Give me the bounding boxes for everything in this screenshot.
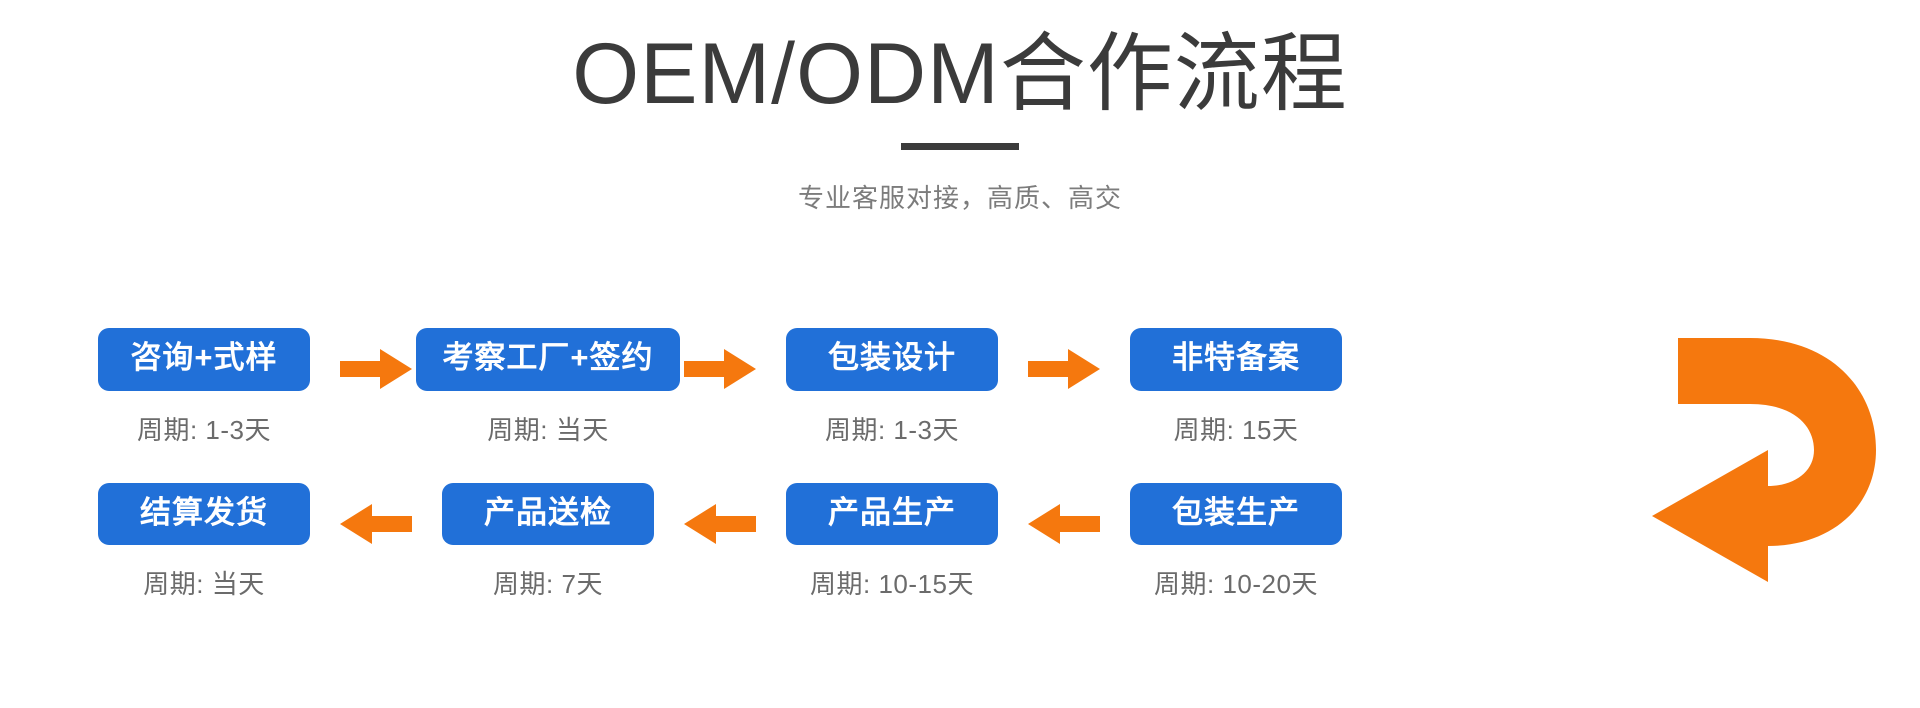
arrow-left-icon <box>1018 491 1110 557</box>
step-caption: 周期: 7天 <box>493 569 603 600</box>
step-consultation-sample[interactable]: 咨询+式样 周期: 1-3天 <box>78 328 330 447</box>
step-caption: 周期: 1-3天 <box>136 414 272 445</box>
step-box-label[interactable]: 产品送检 <box>442 482 654 546</box>
header: OEM/ODM合作流程 专业客服对接，高质、高交 <box>0 0 1920 215</box>
arrow-right-icon <box>674 336 766 402</box>
step-box-label[interactable]: 产品生产 <box>786 482 998 546</box>
step-box-label[interactable]: 咨询+式样 <box>98 328 310 391</box>
step-caption: 周期: 当天 <box>487 414 609 445</box>
step-factory-visit-contract[interactable]: 考察工厂+签约 周期: 当天 <box>416 328 680 447</box>
process-flow: 咨询+式样 周期: 1-3天 考察工厂+签约 周期: 当天 包装设计 周期: 1… <box>0 328 1920 601</box>
step-caption: 周期: 10-15天 <box>810 569 974 600</box>
page-subtitle: 专业客服对接，高质、高交 <box>797 183 1122 214</box>
step-box-label[interactable]: 非特备案 <box>1130 328 1342 391</box>
step-settlement-shipping[interactable]: 结算发货 周期: 当天 <box>78 482 330 602</box>
step-box-label[interactable]: 考察工厂+签约 <box>416 328 680 391</box>
step-packaging-production[interactable]: 包装生产 周期: 10-20天 <box>1110 482 1362 602</box>
step-non-special-filing[interactable]: 非特备案 周期: 15天 <box>1110 328 1362 447</box>
step-caption: 周期: 15天 <box>1173 414 1299 445</box>
flow-row-one: 咨询+式样 周期: 1-3天 考察工厂+签约 周期: 当天 包装设计 周期: 1… <box>0 328 1920 447</box>
step-caption: 周期: 1-3天 <box>824 414 960 445</box>
step-packaging-design[interactable]: 包装设计 周期: 1-3天 <box>766 328 1018 447</box>
arrow-left-icon <box>330 491 422 557</box>
step-box-label[interactable]: 包装生产 <box>1130 482 1342 546</box>
flow-row-two: 结算发货 周期: 当天 产品送检 周期: 7天 产品生产 周期: 10-15天 <box>0 482 1920 602</box>
step-box-label[interactable]: 包装设计 <box>786 328 998 391</box>
step-caption: 周期: 10-20天 <box>1154 569 1318 600</box>
title-divider <box>901 143 1019 151</box>
arrow-right-icon <box>330 336 422 402</box>
arrow-left-icon <box>674 491 766 557</box>
step-product-production[interactable]: 产品生产 周期: 10-15天 <box>766 482 1018 602</box>
arrow-right-icon <box>1018 336 1110 402</box>
step-box-label[interactable]: 结算发货 <box>98 482 310 546</box>
page-title: OEM/ODM合作流程 <box>572 26 1348 122</box>
step-caption: 周期: 当天 <box>143 569 265 600</box>
step-product-inspection[interactable]: 产品送检 周期: 7天 <box>422 482 674 602</box>
